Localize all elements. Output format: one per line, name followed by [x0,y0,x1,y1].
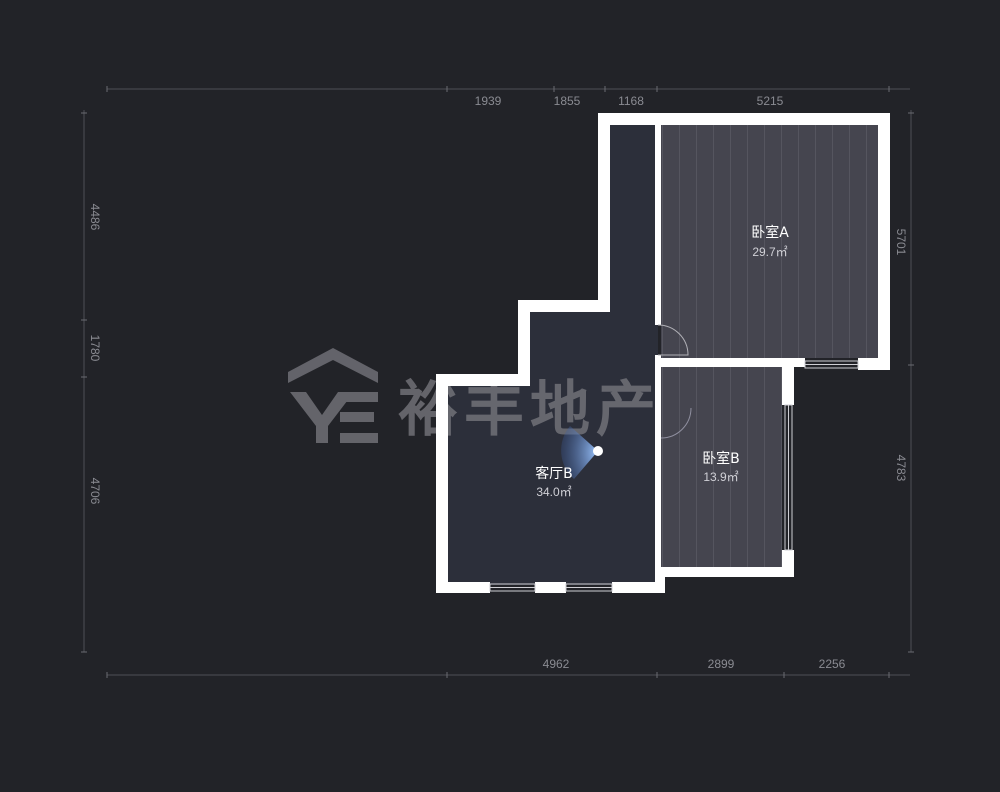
windows [489,360,859,592]
room-area-bedroom-b: 13.9㎡ [703,470,738,484]
room-area-bedroom-a: 29.7㎡ [752,245,787,259]
door-bedroom-a [657,324,689,356]
room-name-bedroom-a: 卧室A [751,224,789,241]
door-bedroom-b [660,407,692,439]
walls [436,113,890,593]
room-name-bedroom-b: 卧室B [702,450,740,467]
bedroom-b-floor [661,367,782,567]
dim-bottom-2: 2899 [708,657,735,671]
room-name-living-room: 客厅B [535,465,573,482]
dim-left-1: 4486 [88,204,102,231]
bedroom-a-floor [661,125,879,358]
camera-position-icon [593,446,603,456]
dim-left-3: 4706 [88,478,102,505]
dim-left-2: 1780 [88,335,102,362]
dim-top-1: 1939 [475,94,502,108]
watermark-logo [288,348,378,443]
dimension-lines [81,86,914,678]
living-room-floor [448,125,658,585]
dim-top-4: 5215 [757,94,784,108]
room-area-living-room: 34.0㎡ [536,485,571,499]
dim-top-3: 1168 [618,94,644,108]
dim-right-1: 5701 [894,229,908,256]
dim-right-2: 4783 [894,455,908,482]
dim-top-2: 1855 [554,94,581,108]
camera-view-icon [561,426,598,479]
dim-bottom-1: 4962 [543,657,570,671]
dim-bottom-3: 2256 [819,657,846,671]
